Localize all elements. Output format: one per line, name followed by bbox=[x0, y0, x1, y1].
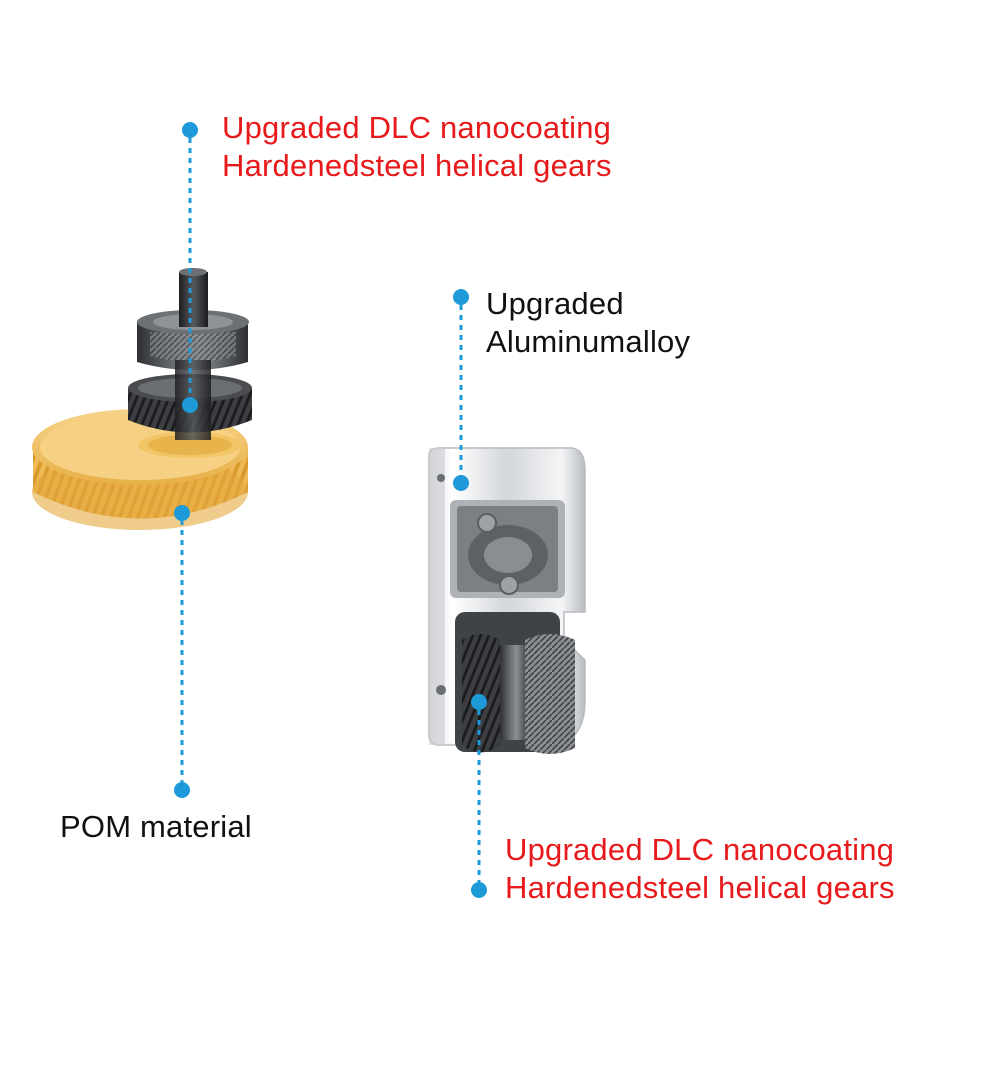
callout-dot-pom-target bbox=[174, 505, 190, 521]
callout-lines bbox=[180, 138, 481, 882]
callout-label-aluminum-line2: Aluminumalloy bbox=[486, 324, 691, 359]
gear-shaft-image bbox=[175, 268, 211, 440]
pom-gear-assembly bbox=[32, 268, 252, 530]
callout-dot-top-gear-label bbox=[182, 122, 198, 138]
callout-dot-top-gear-target bbox=[182, 397, 198, 413]
callout-label-top-gear-line2: Hardenedsteel helical gears bbox=[222, 148, 612, 183]
callout-label-pom-line1: POM material bbox=[60, 809, 252, 844]
callout-dot-pom-label bbox=[174, 782, 190, 798]
callout-label-bottom-gear: Upgraded DLC nanocoating Hardenedsteel h… bbox=[505, 831, 895, 907]
callout-dot-bottom-gear-target bbox=[471, 694, 487, 710]
callout-label-aluminum: Upgraded Aluminumalloy bbox=[486, 285, 690, 361]
callout-label-pom: POM material bbox=[60, 808, 252, 846]
callout-dot-aluminum-label bbox=[453, 289, 469, 305]
callout-dots bbox=[174, 122, 487, 898]
callout-label-aluminum-line1: Upgraded bbox=[486, 286, 624, 321]
callout-label-top-gear-line1: Upgraded DLC nanocoating bbox=[222, 110, 612, 145]
callout-label-bottom-gear-line1: Upgraded DLC nanocoating bbox=[505, 832, 895, 867]
callout-dot-aluminum-target bbox=[453, 475, 469, 491]
callout-label-top-gear: Upgraded DLC nanocoating Hardenedsteel h… bbox=[222, 109, 612, 185]
aluminum-extruder-arm-image bbox=[428, 447, 586, 754]
callout-dot-bottom-gear-label bbox=[471, 882, 487, 898]
callout-label-bottom-gear-line2: Hardenedsteel helical gears bbox=[505, 870, 895, 905]
